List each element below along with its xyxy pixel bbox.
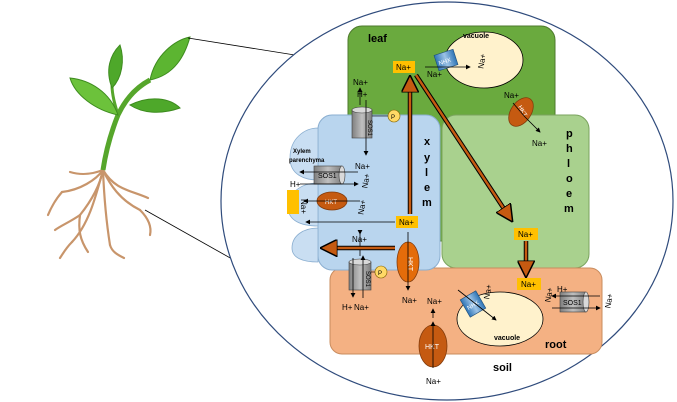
- xylem-label: x y l e m: [422, 136, 432, 209]
- parenchyma-sos1-transporter: SOS1: [313, 165, 346, 185]
- root-xylem-hkt-na: Na+: [402, 296, 417, 305]
- xylem-letter-e: e: [424, 182, 430, 194]
- leaf-sos1-na-top: Na+: [353, 78, 368, 87]
- xylem-letter-l: l: [425, 167, 428, 179]
- root-sos1-na: Na+: [354, 303, 369, 312]
- leaf-nhx-transporter: NHX: [433, 48, 459, 72]
- svg-text:SOS1: SOS1: [366, 120, 372, 137]
- svg-text:HKT: HKT: [516, 105, 527, 119]
- phloem-letter-p: p: [566, 128, 573, 140]
- leaf-vacuole-na: Na+: [476, 53, 488, 70]
- svg-text:P: P: [391, 115, 395, 121]
- root-na-upward: Na+: [427, 297, 442, 306]
- leaf-sos1-na-bottom: Na+: [355, 162, 370, 171]
- root-sos1-h: H+: [342, 303, 353, 312]
- svg-text:SOS1: SOS1: [364, 271, 370, 288]
- root-sos1-transporter: SOS1: [348, 258, 372, 291]
- parenchyma-na-box: [287, 190, 299, 214]
- leaf-hkt-na-bottom: Na+: [532, 139, 547, 148]
- leaf-vacuole-label: vacuole: [463, 33, 489, 40]
- xylem-letter-m: m: [422, 197, 432, 209]
- root-right-sos1-na-right: Na+: [603, 292, 615, 309]
- root-vacuole-label: vacuole: [494, 335, 520, 342]
- root-na-box-label: Na+: [521, 280, 536, 289]
- phloem-label: p h l o e m: [564, 128, 574, 215]
- parenchyma-na-box-label: Na+: [299, 199, 308, 214]
- parenchyma-sos1-na: Na+: [360, 172, 372, 189]
- svg-text:SOS1: SOS1: [318, 173, 337, 180]
- svg-text:HKT: HKT: [406, 257, 413, 272]
- leaf-nhx-na: Na+: [427, 70, 442, 79]
- phloem-na-box: [514, 228, 538, 240]
- root-label: root: [545, 339, 567, 351]
- svg-text:NHX: NHX: [466, 300, 480, 312]
- xylem-letter-x: x: [424, 136, 431, 148]
- phloem-na-box-label: Na+: [518, 230, 533, 239]
- root-na-box: [517, 278, 541, 290]
- xylem-letter-y: y: [424, 152, 431, 164]
- soil-hkt-na: Na+: [426, 377, 441, 386]
- phloem-letter-e: e: [566, 188, 572, 200]
- leaf-sos1-transporter: SOS1: [351, 106, 373, 139]
- xylem-parenchyma-label-1: Xylem: [293, 149, 311, 155]
- phloem-letter-h: h: [566, 143, 573, 155]
- xylem-na-box: [396, 216, 418, 228]
- root-right-sos1-h: H+: [557, 285, 568, 294]
- root-right-sos1-transporter: SOS1: [559, 291, 590, 313]
- leaf-na-box-label: Na+: [396, 63, 411, 72]
- xylem-na-box-label: Na+: [399, 218, 414, 227]
- phloem-letter-m: m: [564, 203, 574, 215]
- root-right-sos1-na-left: Na+: [543, 286, 555, 303]
- leaf-sos1-h-top: H+: [357, 90, 368, 99]
- svg-text:P: P: [378, 271, 382, 277]
- svg-text:HKT: HKT: [425, 344, 440, 351]
- root-nhx-transporter: NHX: [459, 290, 487, 318]
- parenchyma-sos1-h: H+: [290, 180, 301, 189]
- leaf-hkt-na-top: Na+: [504, 91, 519, 100]
- xylem-parenchyma-label-2: parenchyma: [289, 158, 325, 164]
- soil-label: soil: [493, 362, 512, 374]
- svg-text:HKT: HKT: [325, 200, 337, 206]
- leaf-na-box: [393, 61, 415, 73]
- parenchyma-hkt-na: Na+: [356, 199, 368, 216]
- phloem-downward-transport-arrow: [414, 73, 510, 218]
- svg-text:SOS1: SOS1: [563, 300, 582, 307]
- root-nhx-na: Na+: [482, 283, 494, 300]
- leaf-label: leaf: [368, 33, 387, 45]
- svg-text:NHX: NHX: [438, 58, 452, 68]
- seedling-illustration: [46, 36, 191, 260]
- phloem-letter-o: o: [566, 173, 573, 185]
- phloem-letter-l: l: [567, 158, 570, 170]
